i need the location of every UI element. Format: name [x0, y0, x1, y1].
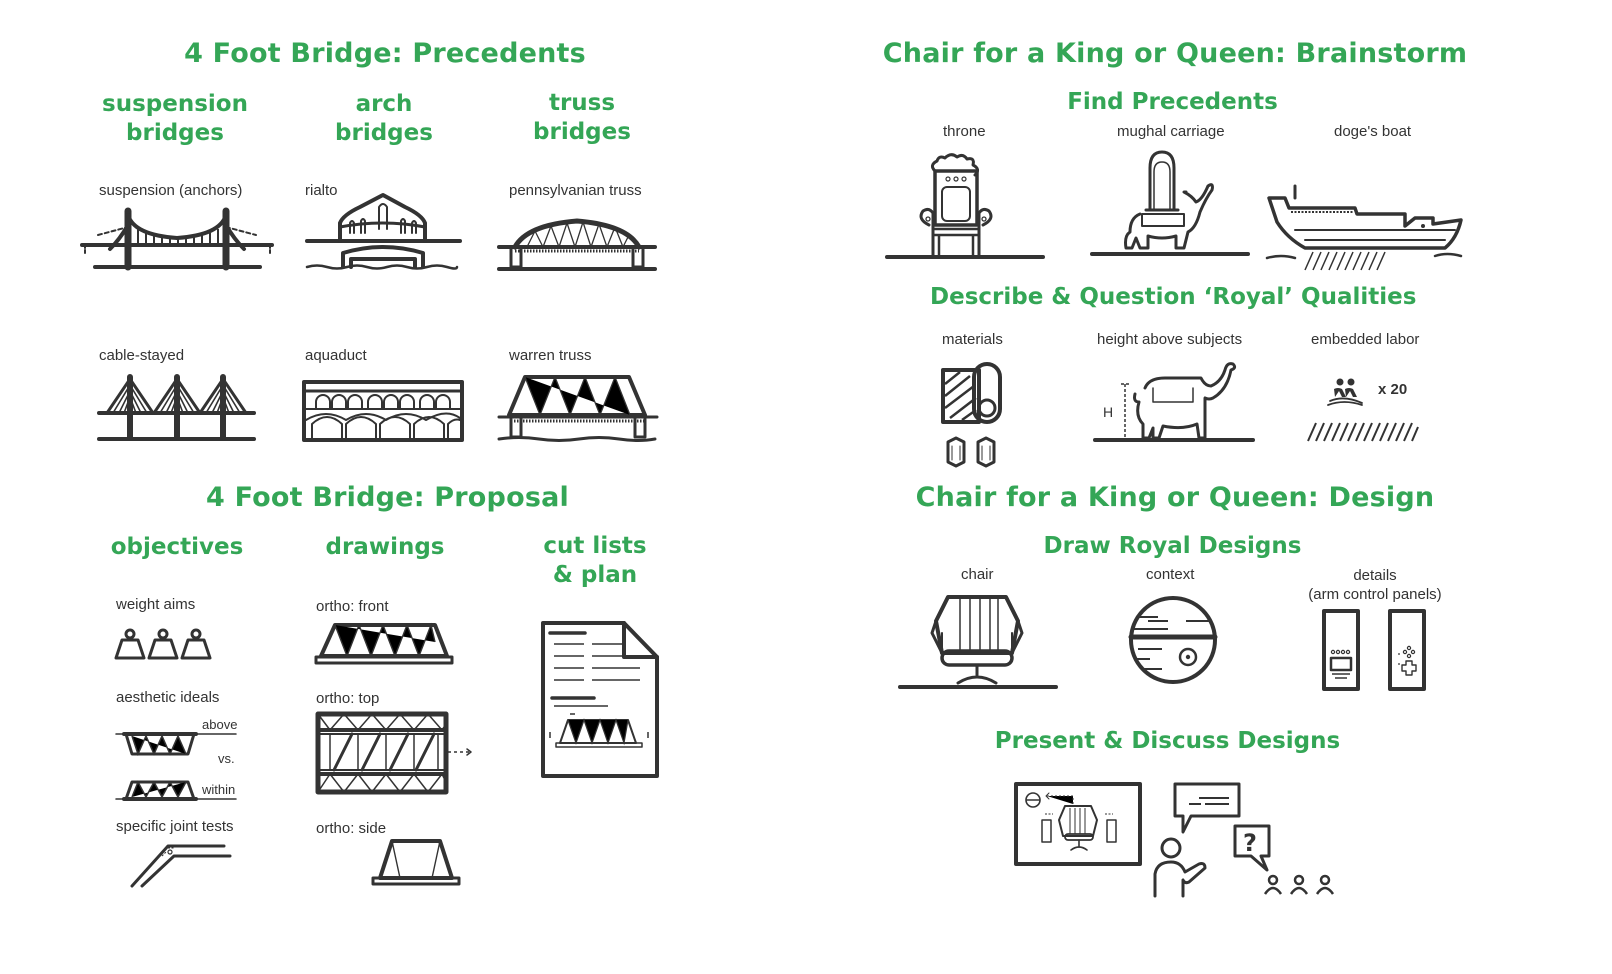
warren-truss-icon — [497, 375, 659, 443]
pennsylvania-truss-icon — [497, 215, 657, 273]
aquaduct-label: aquaduct — [305, 347, 367, 364]
height-annotation: H — [1103, 404, 1114, 420]
weight-aims-label: weight aims — [116, 596, 196, 613]
throne-label: throne — [943, 123, 986, 140]
weights-icon — [114, 626, 212, 660]
throne-icon — [885, 155, 1047, 261]
cable-stayed-bridge-icon — [97, 375, 257, 441]
truss-front-icon — [313, 622, 455, 666]
embedded-labor-label: embedded labor — [1311, 331, 1420, 348]
elephant-carriage-icon — [1090, 150, 1252, 260]
chair-label: chair — [961, 566, 994, 583]
armchair-icon — [898, 593, 1060, 691]
death-star-icon — [1128, 595, 1218, 685]
within-annotation: within — [202, 782, 236, 797]
aesthetic-ideals-label: aesthetic ideals — [116, 689, 220, 706]
rialto-label: rialto — [305, 182, 338, 199]
pennsylvanian-truss-label: pennsylvanian truss — [509, 182, 642, 199]
warren-truss-label: warren truss — [509, 347, 592, 364]
document-icon — [540, 620, 660, 780]
truss-bridges-heading: truss bridges — [533, 90, 631, 145]
context-label: context — [1146, 566, 1195, 583]
cut-lists-heading: cut lists & plan — [543, 533, 647, 588]
bridge-precedents-title: 4 Foot Bridge: Precedents — [184, 38, 586, 69]
ortho-front-label: ortho: front — [316, 598, 389, 615]
doges-boat-label: doge's boat — [1334, 123, 1412, 140]
present-designs-heading: Present & Discuss Designs — [994, 728, 1341, 754]
objectives-heading: objectives — [110, 534, 244, 560]
suspension-bridges-heading: suspension bridges — [102, 91, 248, 146]
vs-annotation: vs. — [218, 751, 235, 766]
galley-boat-icon — [1265, 182, 1465, 274]
bridge-proposal-title: 4 Foot Bridge: Proposal — [206, 482, 569, 513]
suspension-bridge-icon — [80, 205, 275, 273]
specific-joint-tests-label: specific joint tests — [116, 818, 234, 835]
details-label: details (arm control panels) — [1308, 567, 1442, 603]
presentation-icon: ? — [1013, 780, 1343, 900]
royal-qualities-heading: Describe & Question ‘Royal’ Qualities — [930, 284, 1417, 310]
ortho-side-label: ortho: side — [316, 820, 387, 837]
svg-text:?: ? — [1243, 829, 1257, 857]
control-panel-icon — [1320, 609, 1430, 693]
materials-label: materials — [942, 331, 1003, 348]
truss-side-icon — [370, 838, 462, 886]
rowers-icon — [1304, 378, 1422, 445]
elephant-height-icon — [1093, 362, 1255, 444]
truss-comparison-icon — [116, 730, 236, 802]
ortho-top-label: ortho: top — [316, 690, 380, 707]
chair-design-title: Chair for a King or Queen: Design — [915, 482, 1435, 513]
draw-designs-heading: Draw Royal Designs — [1043, 533, 1302, 559]
labor-count-annotation: x 20 — [1378, 381, 1408, 398]
drawings-heading: drawings — [325, 534, 445, 560]
cable-stayed-label: cable-stayed — [99, 347, 185, 364]
suspension-label: suspension (anchors) — [99, 182, 243, 199]
above-annotation: above — [202, 717, 238, 732]
arch-bridges-heading: arch bridges — [335, 91, 433, 146]
chair-brainstorm-title: Chair for a King or Queen: Brainstorm — [882, 38, 1468, 69]
mughal-carriage-label: mughal carriage — [1117, 123, 1225, 140]
height-above-subjects-label: height above subjects — [1097, 331, 1243, 348]
aqueduct-icon — [302, 380, 464, 442]
truss-top-icon — [316, 712, 474, 794]
find-precedents-heading: Find Precedents — [1067, 89, 1278, 115]
fabric-roll-icon — [940, 362, 1004, 470]
joint-icon — [128, 840, 234, 888]
rialto-bridge-icon — [305, 193, 465, 273]
